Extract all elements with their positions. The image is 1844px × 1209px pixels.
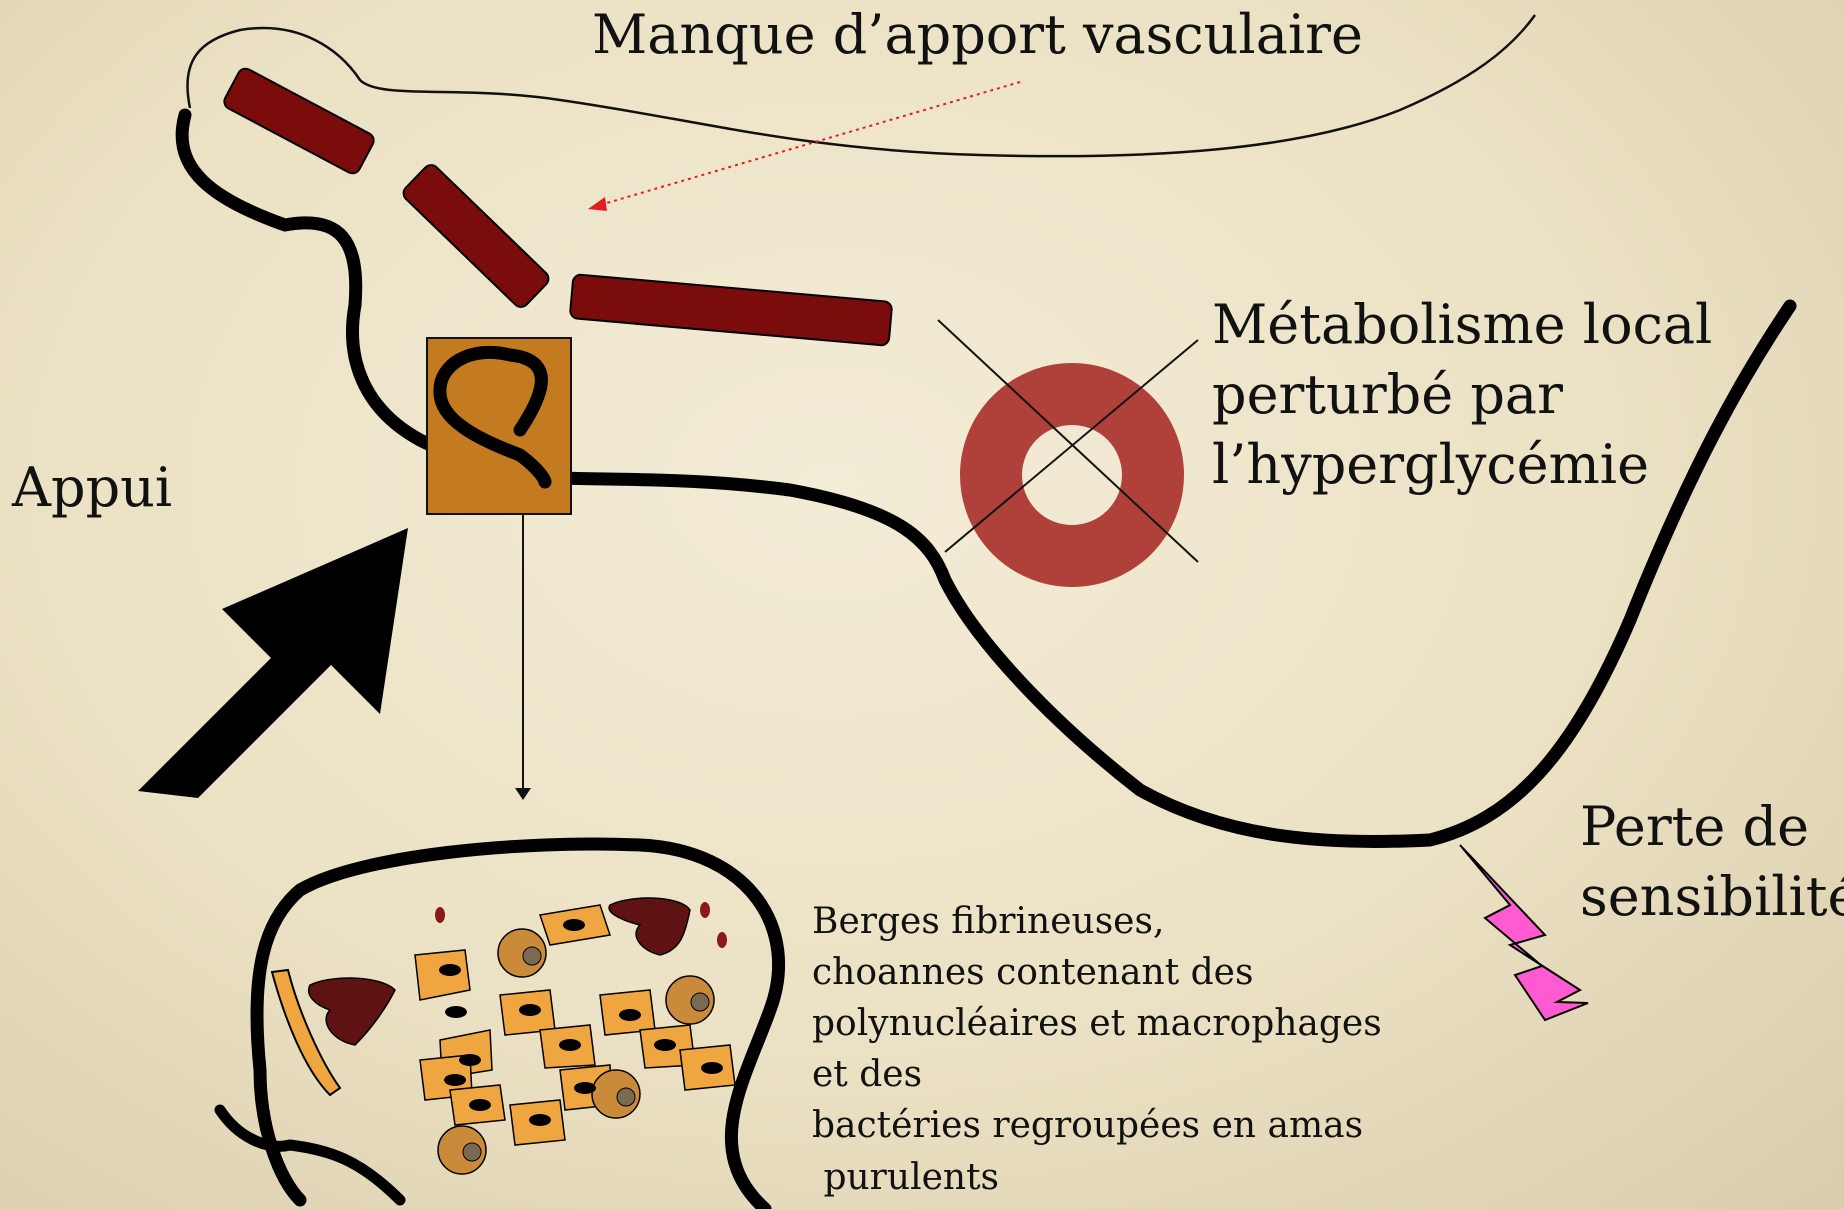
vessel-pointer-arrowhead xyxy=(588,197,607,211)
label-line: Berges fibrineuses, xyxy=(812,896,1382,947)
lesion-zoom-box xyxy=(427,338,571,514)
wound-bottom-edge xyxy=(220,1110,400,1200)
label-line: Métabolisme local xyxy=(1212,290,1712,360)
label-metabolism: Métabolisme local perturbé par l’hypergl… xyxy=(1212,290,1712,501)
cell xyxy=(415,950,470,1000)
bacteria-cluster xyxy=(309,978,395,1045)
wound-magnified xyxy=(220,844,779,1209)
macrophage-nucleus xyxy=(617,1088,635,1106)
label-line: perturbé par xyxy=(1212,360,1712,430)
label-line: polynucléaires et macrophages xyxy=(812,998,1382,1049)
zoom-arrowhead xyxy=(515,788,531,800)
label-line: bactéries regroupées en amas xyxy=(812,1100,1382,1151)
label-line: sensibilité xyxy=(1580,862,1844,932)
bacteria xyxy=(700,902,710,918)
label-appui: Appui xyxy=(12,455,172,521)
vessel-segment xyxy=(222,66,377,176)
blood-vessels xyxy=(222,66,893,346)
bacteria xyxy=(435,907,445,923)
polynuclear-cells xyxy=(415,905,735,1145)
label-line: Perte de xyxy=(1580,792,1844,862)
lightning-bolt-icon xyxy=(1460,845,1588,1020)
bacteria-cluster xyxy=(609,898,690,955)
macrophage-nucleus xyxy=(691,993,709,1011)
vessel-segment xyxy=(570,274,893,346)
label-line: choannes contenant des xyxy=(812,947,1382,998)
bacteria xyxy=(717,932,727,948)
macrophage-nucleus xyxy=(523,947,541,965)
label-sensitivity-loss: Perte de sensibilité xyxy=(1580,792,1844,932)
vessel-segment xyxy=(400,162,551,310)
label-vascular: Manque d’apport vasculaire xyxy=(592,2,1363,68)
crossed-ring-icon xyxy=(938,320,1198,562)
label-line: et des xyxy=(812,1049,1382,1100)
label-wound-description: Berges fibrineuses, choannes contenant d… xyxy=(812,896,1382,1203)
label-line: l’hyperglycémie xyxy=(1212,430,1712,500)
vessel-pointer-arrow xyxy=(600,82,1020,205)
big-black-arrow-icon xyxy=(138,528,408,798)
macrophage-nucleus xyxy=(463,1143,481,1161)
label-line: purulents xyxy=(812,1152,1382,1203)
